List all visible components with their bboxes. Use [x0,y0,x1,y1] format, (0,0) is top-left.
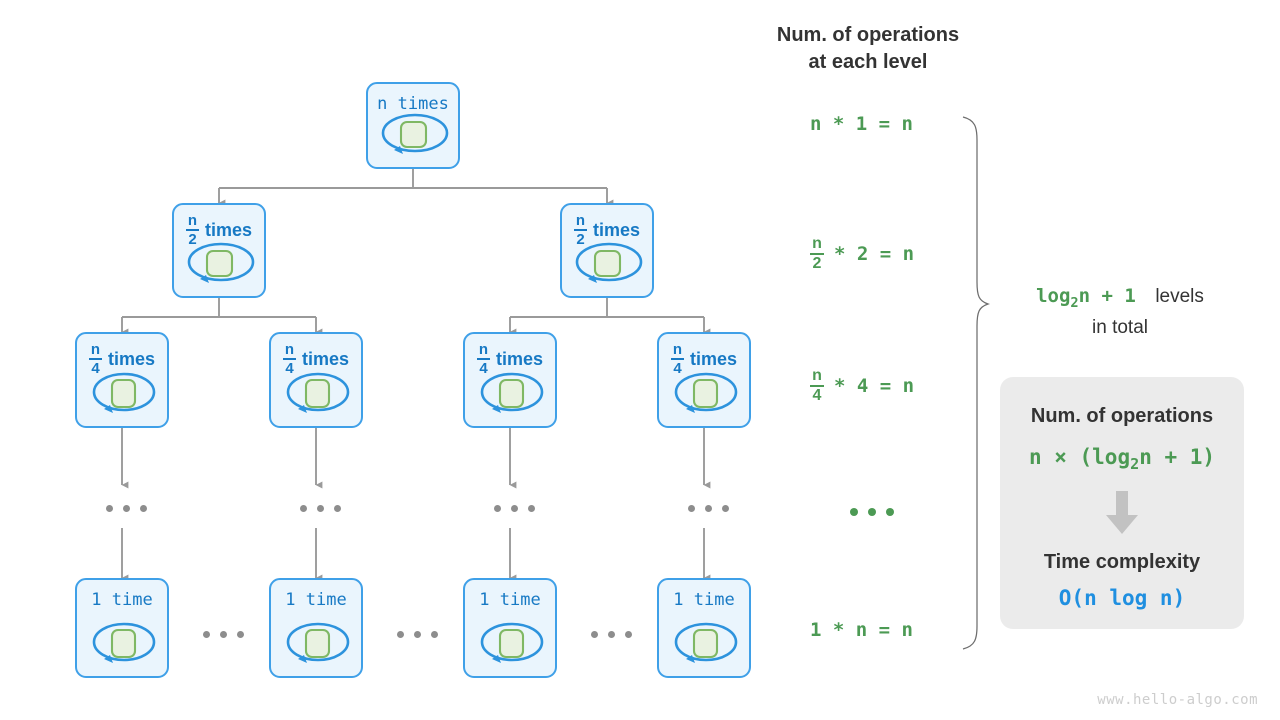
node-label: 1 time [479,590,541,610]
tree-node-level2-right[interactable]: n 2 times [560,203,654,298]
down-arrow-icon [1106,491,1138,535]
level-count-5: 1 * n = n [810,619,913,641]
page-heading: Num. of operations at each level [776,24,960,73]
tree-node-level2-left[interactable]: n 2 times [172,203,266,298]
tree-node-level4-4[interactable]: 1 time [657,578,751,678]
node-label: n 2 times [562,213,652,247]
horizontal-ellipsis-2 [392,625,443,643]
level-count-1: n * 1 = n [810,113,913,135]
tree-node-level4-3[interactable]: 1 time [463,578,557,678]
tree-node-level3-1[interactable]: n 4 times [75,332,169,428]
self-loop-icon [271,364,361,420]
node-suffix: times [301,349,350,369]
self-loop-icon [271,614,361,670]
node-suffix: times [689,349,738,369]
level-count-2: n 2 * 2 = n [810,236,914,272]
node-suffix: times [592,220,641,240]
fraction-bar [810,385,824,388]
fraction: n 4 [88,341,102,377]
vertical-ellipsis-3 [489,499,540,517]
levels-note-line2: in total [1092,316,1148,338]
node-label: n 4 times [465,342,555,376]
tree-node-level3-2[interactable]: n 4 times [269,332,363,428]
node-label: n 4 times [271,342,361,376]
self-loop-icon [562,234,652,290]
fraction-bar [573,229,587,231]
fraction-bar [282,358,296,360]
fraction-bar [88,358,102,360]
self-loop-icon [465,364,555,420]
fraction-bar [670,358,684,360]
fraction: n 2 [810,236,824,272]
tree-node-level4-1[interactable]: 1 time [75,578,169,678]
self-loop-icon [368,105,458,161]
horizontal-ellipsis-3 [586,625,637,643]
node-label: n 4 times [77,342,167,376]
tree-node-level3-4[interactable]: n 4 times [657,332,751,428]
self-loop-icon [174,234,264,290]
node-label: n times [377,94,449,114]
tree-node-level3-3[interactable]: n 4 times [463,332,557,428]
card-title-complexity: Time complexity [1043,551,1201,574]
fraction: n 2 [185,212,199,248]
tree-node-level1[interactable]: n times [366,82,460,169]
fraction: n 4 [810,368,824,404]
card-formula-operations: n × (log2n + 1) [1028,445,1216,474]
node-suffix: times [107,349,156,369]
vertical-ellipsis-1 [101,499,152,517]
summary-card: Num. of operations n × (log2n + 1) Time … [1000,377,1244,629]
node-label: 1 time [285,590,347,610]
vertical-ellipsis-2 [295,499,346,517]
card-title-operations: Num. of operations [1030,405,1214,427]
node-label: 1 time [673,590,735,610]
self-loop-icon [659,614,749,670]
level-count-rest: * 2 = n [834,243,915,266]
fraction-bar [185,229,199,231]
total-levels-brace [962,116,990,650]
fraction-bar [810,253,824,256]
level-count-rest: * 4 = n [834,375,915,398]
horizontal-ellipsis-1 [198,625,249,643]
levels-word: levels [1155,286,1204,307]
level-count-ellipsis [845,503,899,521]
total-levels-note: log2n + 1 levels in total [990,283,1250,341]
fraction-bar [476,358,490,360]
level-count-3: n 4 * 4 = n [810,368,914,404]
vertical-ellipsis-4 [683,499,734,517]
self-loop-icon [77,614,167,670]
watermark: www.hello-algo.com [1097,692,1258,708]
self-loop-icon [77,364,167,420]
node-label: n 2 times [174,213,264,247]
fraction: n 4 [670,341,684,377]
self-loop-icon [659,364,749,420]
node-suffix: times [495,349,544,369]
fraction: n 4 [282,341,296,377]
card-formula-complexity: O(n log n) [1058,586,1186,611]
node-suffix: times [204,220,253,240]
fraction: n 4 [476,341,490,377]
node-label: n 4 times [659,342,749,376]
levels-formula: log2n + 1 [1036,285,1136,311]
tree-node-level4-2[interactable]: 1 time [269,578,363,678]
self-loop-icon [465,614,555,670]
fraction: n 2 [573,212,587,248]
node-label: 1 time [91,590,153,610]
